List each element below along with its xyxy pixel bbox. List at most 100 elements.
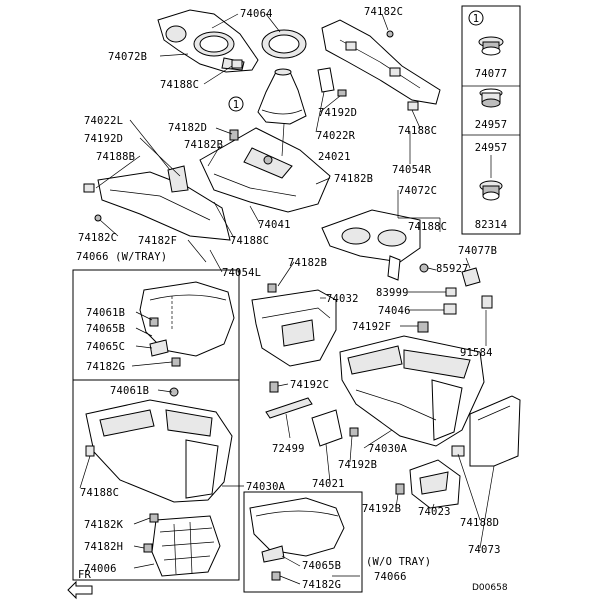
label-74192D-b: 74192D <box>84 133 123 145</box>
label-83999: 83999 <box>376 287 409 299</box>
inset-callout-circle <box>468 10 484 26</box>
bracket-74021 <box>311 409 359 447</box>
label-24021: 24021 <box>318 151 351 163</box>
label-72499: 72499 <box>272 443 305 455</box>
label-74022R: 74022R <box>316 130 356 142</box>
label-74182B-c: 74182B <box>288 257 327 269</box>
clip-74188D <box>451 445 465 457</box>
label-74072C: 74072C <box>398 185 437 197</box>
label-74188B: 74188B <box>96 151 135 163</box>
label-74072B: 74072B <box>108 51 147 63</box>
label-74182G-b: 74182G <box>302 579 341 591</box>
screw-74192D-a <box>337 89 347 97</box>
bracket-74022L <box>167 165 189 193</box>
screw-74182C-left <box>94 214 102 222</box>
armrest-notray-border <box>243 491 363 593</box>
label-74077B: 74077B <box>458 245 497 257</box>
label-74021: 74021 <box>312 478 345 490</box>
bracket-74023 <box>409 459 461 509</box>
clip-74188B <box>83 183 95 193</box>
label-74061B-a: 74061B <box>86 307 125 319</box>
label-74006: 74006 <box>84 563 117 575</box>
label-74065C: 74065C <box>86 341 125 353</box>
side-panel-74054L <box>97 171 231 241</box>
label-74065B-a: 74065B <box>86 323 125 335</box>
inset-part-74077: 74077 <box>475 68 508 80</box>
label-74192C: 74192C <box>290 379 329 391</box>
bracket-74032 <box>251 289 337 367</box>
clip-74077B <box>461 267 481 287</box>
label-74182H: 74182H <box>84 541 123 553</box>
label-74022L: 74022L <box>84 115 123 127</box>
inset-part-24957-b: 24957 <box>475 142 508 154</box>
label-74192B-b: 74192B <box>362 503 401 515</box>
bolt-74192B-b <box>395 483 405 495</box>
label-74192B-a: 74192B <box>338 459 377 471</box>
label-74182G-a: 74182G <box>86 361 125 373</box>
label-74182C-top: 74182C <box>364 6 403 18</box>
label-74061B-b: 74061B <box>110 385 149 397</box>
drawing-number: D00658 <box>472 583 508 593</box>
front-direction-arrow-icon <box>67 580 93 600</box>
label-74054R: 74054R <box>392 164 432 176</box>
label-74046: 74046 <box>378 305 411 317</box>
label-74054L: 74054L <box>222 267 261 279</box>
label-74066-with-tray: 74066 (W/TRAY) <box>76 251 167 263</box>
label-74041: 74041 <box>258 219 291 231</box>
label-74182B-a: 74182B <box>184 139 223 151</box>
label-74066-without-tray: 74066 <box>374 571 407 583</box>
label-74073: 74073 <box>468 544 501 556</box>
label-74192F: 74192F <box>352 321 391 333</box>
inset-border <box>461 5 521 235</box>
bolt-74192C <box>269 381 279 393</box>
label-74032: 74032 <box>326 293 359 305</box>
callout-number-main: 1 <box>233 99 240 111</box>
screw-74182B-c <box>267 283 277 293</box>
label-wo-tray: (W/O TRAY) <box>366 556 431 568</box>
label-74064: 74064 <box>240 8 273 20</box>
console-left-border <box>72 379 240 581</box>
ring-74064 <box>261 29 307 59</box>
label-74188C-d: 74188C <box>230 235 269 247</box>
label-74192D-a: 74192D <box>318 107 357 119</box>
part-83999 <box>445 287 457 297</box>
label-74030A-right: 74030A <box>368 443 408 455</box>
strip-72499 <box>265 397 313 419</box>
screw-74182D <box>229 129 239 141</box>
label-74182D: 74182D <box>168 122 207 134</box>
part-74077-icon <box>478 36 504 56</box>
shift-boot-24021 <box>257 68 307 125</box>
leader-lines <box>79 13 495 585</box>
label-74023: 74023 <box>418 506 451 518</box>
label-74188C-c: 74188C <box>408 221 447 233</box>
screw-74182C-top <box>386 30 394 38</box>
front-label: FR <box>78 569 92 581</box>
label-74182B-b: 74182B <box>334 173 373 185</box>
part-24957-icon <box>479 88 503 108</box>
label-91584: 91584 <box>460 347 493 359</box>
cupholder-74072C <box>321 209 421 281</box>
bezel-74072B <box>157 9 259 73</box>
console-box-74030A-left <box>72 379 240 581</box>
bracket-74054R <box>321 19 441 105</box>
inset-part-24957-a: 24957 <box>475 119 508 131</box>
shifter-cover-74041 <box>199 127 331 213</box>
clip-74188C-top <box>231 59 243 69</box>
clip-74022R <box>317 67 335 93</box>
console-74030A-right <box>339 335 485 447</box>
label-74188C-a: 74188C <box>160 79 199 91</box>
label-74188C-b: 74188C <box>398 125 437 137</box>
clip-74188C-b <box>407 101 419 111</box>
armrest-box-without-tray <box>243 491 363 593</box>
callout-circle-main <box>228 96 244 112</box>
clip-85927 <box>419 263 429 273</box>
part-74192F <box>417 321 429 333</box>
label-74182C-left: 74182C <box>78 232 117 244</box>
label-74188D: 74188D <box>460 517 499 529</box>
inset-part-82314: 82314 <box>475 219 508 231</box>
label-74065B-b: 74065B <box>302 560 341 572</box>
tray-74006 <box>151 515 221 577</box>
part-labels: 74064 74182C 74072B 74188C 74192D 74022R… <box>76 6 508 593</box>
